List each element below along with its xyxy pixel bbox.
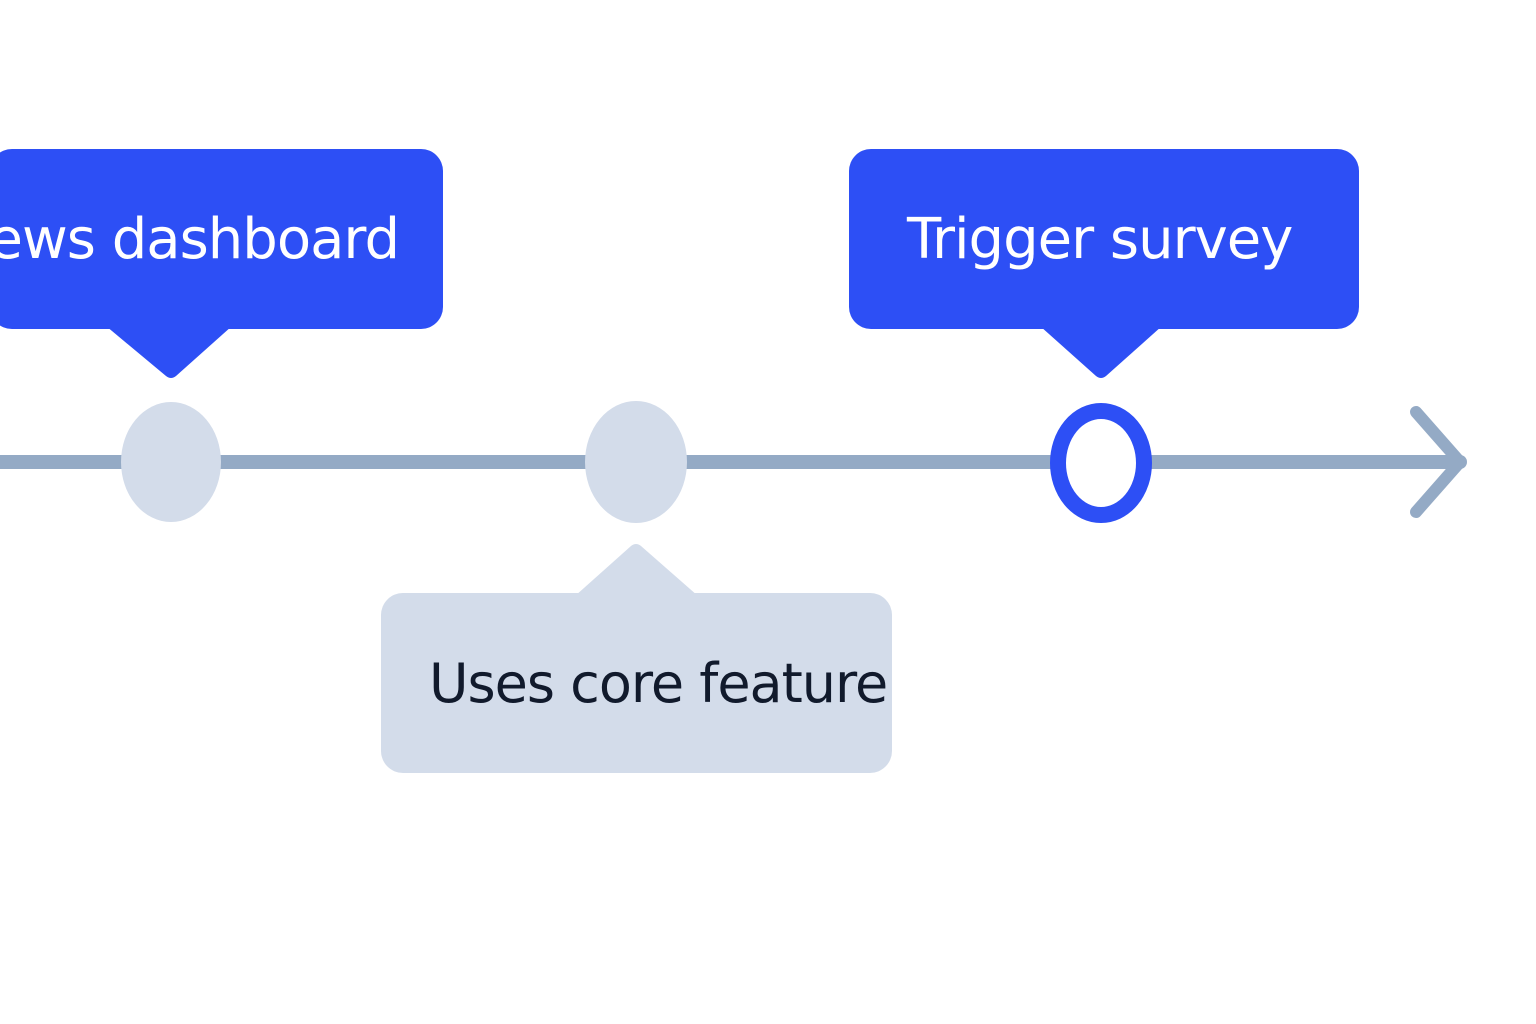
event-label-dashboard: Views dashboard (0, 206, 400, 272)
arrow-right-icon (1410, 406, 1466, 518)
callout-pointer-core-feature (575, 544, 698, 596)
event-callout-dashboard: Views dashboard (0, 149, 443, 329)
timeline-node-trigger (1050, 403, 1152, 523)
event-callout-trigger: Trigger survey (849, 149, 1359, 329)
event-label-trigger: Trigger survey (907, 206, 1293, 272)
timeline-node-core-feature (585, 401, 687, 523)
event-callout-core-feature: Uses core feature (381, 593, 892, 773)
callout-pointer-dashboard (106, 326, 232, 378)
event-label-core-feature: Uses core feature (429, 651, 888, 715)
callout-pointer-trigger (1040, 326, 1162, 378)
timeline-node-dashboard (121, 402, 221, 522)
